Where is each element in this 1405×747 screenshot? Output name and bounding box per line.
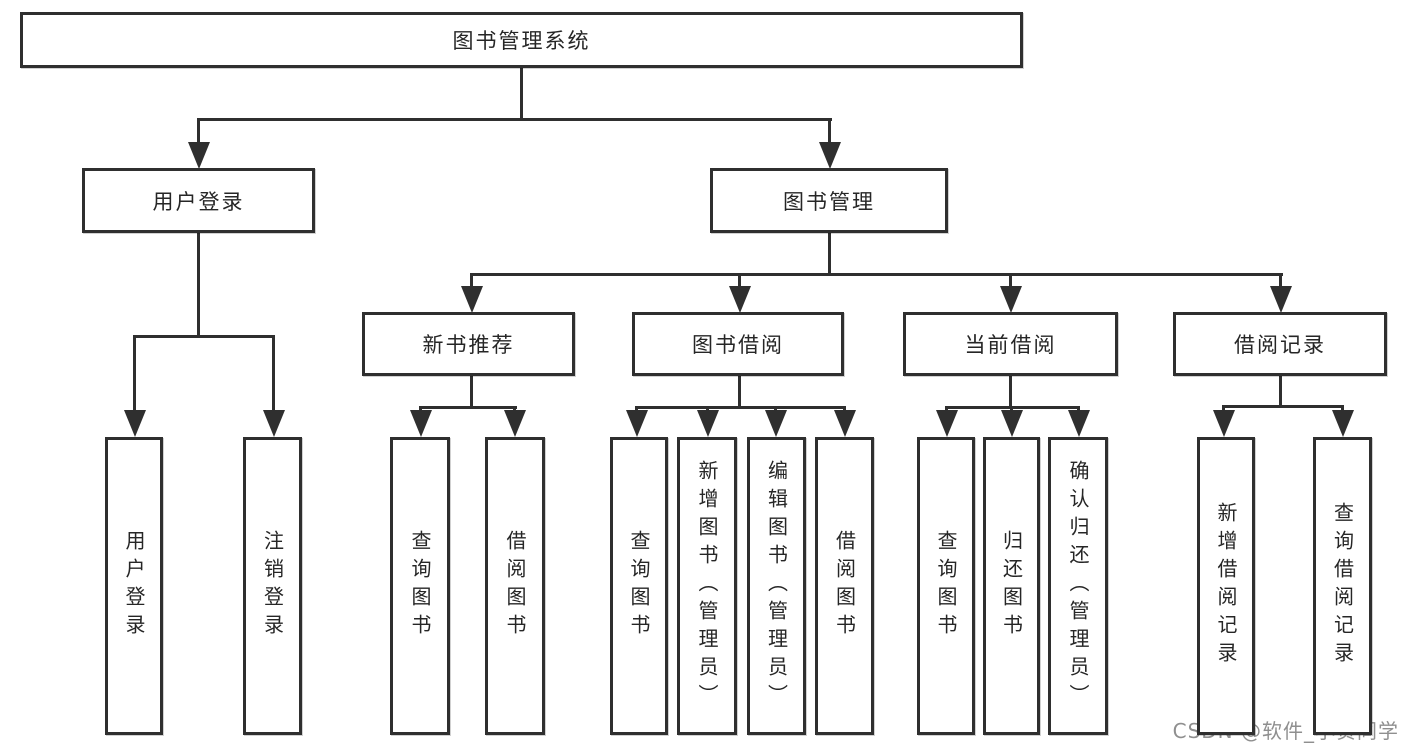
arrow-down-icon xyxy=(696,410,719,437)
connector-line xyxy=(272,335,275,411)
leaf-borrow-books-recommend: 借阅图书 xyxy=(485,437,545,735)
leaf-query-books-current-label: 查询图书 xyxy=(934,530,958,642)
leaf-query-books-recommend: 查询图书 xyxy=(390,437,450,735)
leaf-borrow-books-recommend-label: 借阅图书 xyxy=(503,530,527,642)
connector-line xyxy=(133,335,136,411)
arrow-down-icon xyxy=(262,410,285,437)
leaf-query-books-current: 查询图书 xyxy=(917,437,975,735)
connector-line xyxy=(635,406,846,409)
arrow-down-icon xyxy=(503,410,526,437)
connector-line xyxy=(470,376,473,408)
connector-line xyxy=(520,68,523,120)
connector-line xyxy=(1341,405,1344,414)
connector-line xyxy=(133,335,275,338)
leaf-logout-label: 注销登录 xyxy=(260,530,285,642)
connector-line xyxy=(1222,405,1225,414)
node-user-login-label: 用户登录 xyxy=(152,189,245,214)
node-current-borrowing: 当前借阅 xyxy=(903,312,1118,376)
connector-line xyxy=(738,273,741,289)
node-book-management-label: 图书管理 xyxy=(783,189,875,214)
leaf-query-borrow-record: 查询借阅记录 xyxy=(1313,437,1372,735)
connector-line xyxy=(1009,376,1012,408)
arrow-down-icon xyxy=(409,410,432,437)
connector-line xyxy=(1009,273,1012,289)
arrow-down-icon xyxy=(764,410,787,437)
leaf-logout: 注销登录 xyxy=(243,437,302,735)
node-library-system-label: 图书管理系统 xyxy=(452,29,591,53)
arrow-down-icon xyxy=(818,142,841,169)
arrow-down-icon xyxy=(833,410,856,437)
arrow-down-icon xyxy=(1269,286,1292,313)
node-book-borrowing-label: 图书借阅 xyxy=(692,333,784,357)
leaf-add-books-admin-label: 新增图书（管理员） xyxy=(695,460,719,712)
arrow-down-icon xyxy=(1000,410,1023,437)
node-book-borrowing: 图书借阅 xyxy=(632,312,844,376)
arrow-down-icon xyxy=(1331,410,1354,437)
connector-line xyxy=(1279,273,1282,289)
arrow-down-icon xyxy=(625,410,648,437)
leaf-add-borrow-record-label: 新增借阅记录 xyxy=(1214,502,1238,670)
arrow-down-icon xyxy=(728,286,751,313)
arrow-down-icon xyxy=(123,410,146,437)
connector-line xyxy=(419,406,517,409)
leaf-borrow-books-label: 借阅图书 xyxy=(832,530,857,642)
arrow-down-icon xyxy=(935,410,958,437)
leaf-query-books-borrowing-label: 查询图书 xyxy=(627,530,651,642)
connector-line xyxy=(470,273,473,289)
leaf-query-borrow-record-label: 查询借阅记录 xyxy=(1330,502,1355,670)
node-new-book-recommend: 新书推荐 xyxy=(362,312,575,376)
leaf-query-books-borrowing: 查询图书 xyxy=(610,437,668,735)
connector-line xyxy=(1279,376,1282,407)
arrow-down-icon xyxy=(1212,410,1235,437)
leaf-borrow-books: 借阅图书 xyxy=(815,437,874,735)
node-borrowing-records-label: 借阅记录 xyxy=(1234,333,1326,357)
connector-line xyxy=(197,118,832,121)
node-borrowing-records: 借阅记录 xyxy=(1173,312,1387,376)
leaf-user-login: 用户登录 xyxy=(105,437,163,735)
leaf-confirm-return-admin: 确认归还（管理员） xyxy=(1048,437,1108,735)
node-book-management: 图书管理 xyxy=(710,168,948,233)
leaf-edit-books-admin: 编辑图书（管理员） xyxy=(747,437,806,735)
leaf-confirm-return-admin-label: 确认归还（管理员） xyxy=(1066,460,1090,712)
connector-line xyxy=(470,273,1283,276)
node-current-borrowing-label: 当前借阅 xyxy=(964,333,1057,357)
leaf-query-books-recommend-label: 查询图书 xyxy=(408,530,432,642)
leaf-user-login-label: 用户登录 xyxy=(122,530,146,642)
arrow-down-icon xyxy=(460,286,483,313)
arrow-down-icon xyxy=(187,142,210,169)
leaf-edit-books-admin-label: 编辑图书（管理员） xyxy=(764,460,789,712)
arrow-down-icon xyxy=(999,286,1022,313)
leaf-add-borrow-record: 新增借阅记录 xyxy=(1197,437,1255,735)
node-new-book-recommend-label: 新书推荐 xyxy=(422,333,515,357)
arrow-down-icon xyxy=(1067,410,1090,437)
node-library-system: 图书管理系统 xyxy=(20,12,1023,68)
connector-line xyxy=(828,233,831,276)
connector-line xyxy=(738,376,741,408)
leaf-return-books: 归还图书 xyxy=(983,437,1040,735)
connector-line xyxy=(828,118,831,144)
connector-line xyxy=(197,118,200,144)
leaf-return-books-label: 归还图书 xyxy=(999,530,1024,642)
connector-line xyxy=(1222,405,1343,408)
leaf-add-books-admin: 新增图书（管理员） xyxy=(677,437,737,735)
connector-line xyxy=(197,233,200,338)
node-user-login: 用户登录 xyxy=(82,168,315,233)
